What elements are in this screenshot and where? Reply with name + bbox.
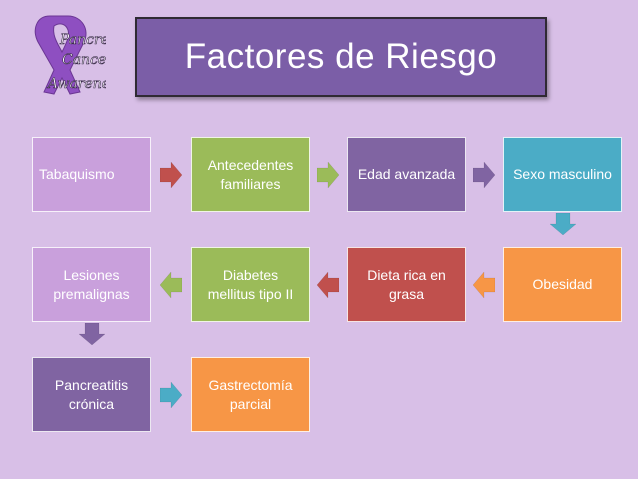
node-dieta-rica-en-grasa: Dieta rica en grasa [347,247,466,322]
node-sexo-masculino: Sexo masculino [503,137,622,212]
arrow-down-icon [79,323,105,345]
node-antecedentes-familiares: Antecedentes familiares [191,137,310,212]
node-diabetes-mellitus: Diabetes mellitus tipo II [191,247,310,322]
arrow-right-icon [317,162,339,188]
ribbon-icon: Pancreatic Cancer Awareness [34,15,136,95]
node-tabaquismo: Tabaquismo [32,137,151,212]
node-obesidad: Obesidad [503,247,622,322]
arrow-right-icon [160,382,182,408]
arrow-left-icon [160,272,182,298]
awareness-ribbon-logo: Pancreatic Cancer Awareness [14,8,136,100]
svg-text:Awareness: Awareness [46,76,106,92]
svg-text:Cancer: Cancer [62,52,106,68]
arrow-left-icon [473,272,495,298]
arrow-right-icon [160,162,182,188]
arrow-right-icon [473,162,495,188]
svg-text:Pancreatic: Pancreatic [59,32,106,48]
node-pancreatitis-cronica: Pancreatitis crónica [32,357,151,432]
node-gastrectomia-parcial: Gastrectomía parcial [191,357,310,432]
arrow-left-icon [317,272,339,298]
node-lesiones-premalignas: Lesiones premalignas [32,247,151,322]
arrow-down-icon [550,213,576,235]
node-edad-avanzada: Edad avanzada [347,137,466,212]
page-title: Factores de Riesgo [135,17,547,97]
